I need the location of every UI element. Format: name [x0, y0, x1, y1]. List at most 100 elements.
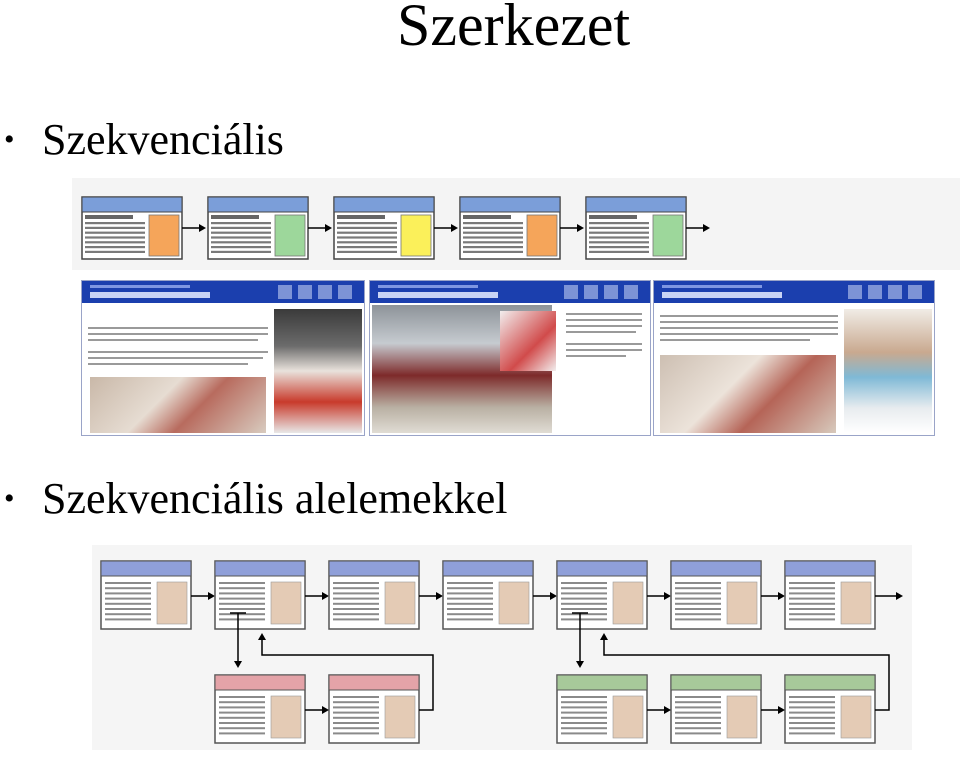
- page-text-line: [675, 732, 721, 735]
- page-node: [459, 196, 561, 260]
- page-header: [214, 560, 306, 577]
- page-text-line: [561, 701, 607, 704]
- page-text-line: [337, 236, 397, 239]
- page-header: [556, 560, 648, 577]
- page-text-line: [463, 241, 523, 244]
- page-text-line: [105, 613, 151, 616]
- page-header: [328, 560, 420, 577]
- arrow-head: [778, 592, 785, 600]
- arrow-head: [896, 592, 903, 600]
- page-text-line: [219, 706, 265, 709]
- page-text-line: [333, 613, 379, 616]
- page-text-line: [85, 226, 145, 229]
- page-text-line: [333, 618, 379, 621]
- page-text-line: [789, 592, 835, 595]
- page-image: [612, 581, 644, 625]
- page-image: [726, 695, 758, 739]
- page-node: [81, 196, 183, 260]
- page-text-line: [447, 592, 493, 595]
- page-text-line: [675, 613, 721, 616]
- page-text-line: [219, 592, 265, 595]
- page-text-line: [219, 722, 265, 724]
- page-text-line: [105, 608, 151, 610]
- page-image: [726, 581, 758, 625]
- page-text-line: [675, 722, 721, 724]
- page-text-line: [333, 696, 379, 698]
- page-text-line: [561, 727, 607, 730]
- page-text-line: [675, 592, 721, 595]
- page-text-line: [789, 706, 835, 709]
- page-image: [612, 695, 644, 739]
- page-text-line: [589, 226, 649, 229]
- bullet-marker: •: [4, 123, 15, 156]
- page-text-line: [219, 582, 265, 584]
- page-image: [840, 695, 872, 739]
- page-text-line: [675, 587, 721, 590]
- page-text-line: [211, 250, 271, 253]
- page-heading-line: [463, 215, 511, 219]
- page-text-line: [219, 597, 265, 600]
- page-text-line: [675, 618, 721, 621]
- page-text-line: [219, 613, 265, 616]
- page-text-line: [789, 597, 835, 600]
- page-text-line: [219, 701, 265, 704]
- page-text-line: [211, 241, 271, 244]
- photo-glove: [500, 311, 556, 371]
- bullet-marker: •: [4, 482, 15, 515]
- page-text-line: [675, 701, 721, 704]
- page-header: [328, 674, 420, 691]
- slide-title: Szerkezet: [397, 0, 631, 58]
- page-text-line: [219, 587, 265, 590]
- page-text-line: [333, 582, 379, 584]
- page-image: [652, 214, 684, 257]
- page-text-line: [211, 231, 271, 234]
- page-text-line: [561, 696, 607, 698]
- page-text-line: [463, 231, 523, 234]
- page-text-line: [105, 618, 151, 621]
- page-text-line: [463, 222, 523, 225]
- subpage-node: [670, 674, 762, 744]
- page-text-line: [333, 732, 379, 735]
- page-text-line: [675, 597, 721, 600]
- bullet-text: Szekvenciális alelemekkel: [42, 474, 508, 523]
- page-text-line: [589, 241, 649, 244]
- arrow-head: [600, 633, 608, 640]
- page-text-line: [447, 602, 493, 605]
- page-text-line: [219, 608, 265, 610]
- subpage-node: [784, 674, 876, 744]
- page-text-line: [589, 246, 649, 249]
- page-header: [670, 674, 762, 691]
- page-text-line: [675, 602, 721, 605]
- arrow-head: [778, 706, 785, 714]
- page-text-line: [463, 250, 523, 253]
- arrow-head: [664, 706, 671, 714]
- subpage-node: [328, 560, 420, 630]
- page-image: [156, 581, 188, 625]
- page-text-line: [561, 711, 607, 714]
- screenshot-header: [654, 281, 934, 303]
- page-header: [207, 196, 309, 213]
- page-text-line: [337, 246, 397, 249]
- arrow-head: [436, 592, 443, 600]
- page-node: [585, 196, 687, 260]
- page-image: [526, 214, 558, 257]
- arrow-head: [577, 224, 584, 232]
- page-text-line: [789, 582, 835, 584]
- page-text-line: [447, 618, 493, 621]
- arrow-head: [208, 592, 215, 600]
- subpage-node: [670, 560, 762, 630]
- page-node: [333, 196, 435, 260]
- page-text-line: [447, 608, 493, 610]
- page-image: [274, 214, 306, 257]
- subpage-node: [556, 560, 648, 630]
- page-text-line: [675, 716, 721, 719]
- page-text-line: [447, 582, 493, 584]
- subpage-node: [100, 560, 192, 630]
- page-text-line: [219, 602, 265, 605]
- arrow-head: [234, 661, 242, 668]
- photo-lab-box: [274, 309, 362, 433]
- page-text-line: [333, 608, 379, 610]
- screenshot-panel-2: [369, 280, 651, 436]
- page-text-line: [561, 602, 607, 605]
- page-heading-line: [337, 215, 385, 219]
